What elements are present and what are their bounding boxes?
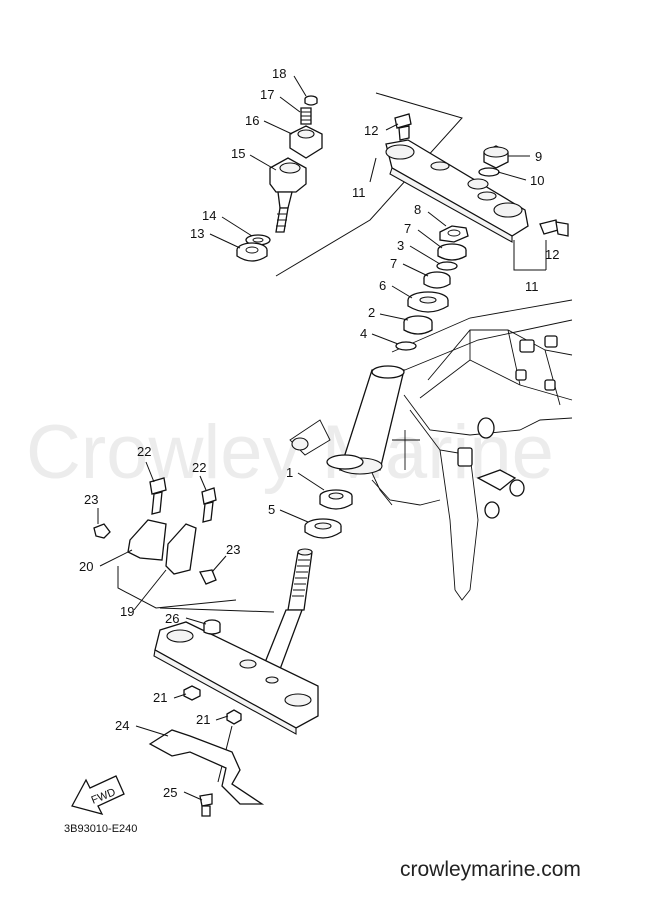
- callout-21-left: 21: [153, 690, 167, 705]
- diagram-code: 3B93010-E240: [64, 823, 137, 835]
- callout-21-right: 21: [196, 712, 210, 727]
- callout-23-left: 23: [84, 492, 98, 507]
- callout-2: 2: [368, 305, 375, 320]
- callout-16: 16: [245, 113, 259, 128]
- callout-7-top: 7: [404, 221, 411, 236]
- callout-6: 6: [379, 278, 386, 293]
- callout-14: 14: [202, 208, 216, 223]
- callout-11-top: 11: [352, 185, 366, 200]
- callout-labels: 18 17 16 15 14 13 12 11 9 10 8 7 3 7 6 2…: [79, 66, 559, 800]
- callout-25: 25: [163, 785, 177, 800]
- callout-15: 15: [231, 146, 245, 161]
- callout-13: 13: [190, 226, 204, 241]
- callout-17: 17: [260, 87, 274, 102]
- callout-23-right: 23: [226, 542, 240, 557]
- callout-22-left: 22: [137, 444, 151, 459]
- lower-bearings: [304, 489, 353, 539]
- bearing-stack: [395, 225, 469, 351]
- frame-drawing: [365, 299, 573, 601]
- callout-1: 1: [286, 465, 293, 480]
- callout-3: 3: [397, 238, 404, 253]
- callout-26: 26: [165, 611, 179, 626]
- callout-12-top: 12: [364, 123, 378, 138]
- website-footer: crowleymarine.com: [400, 858, 581, 881]
- callout-7-bottom: 7: [390, 256, 397, 271]
- callout-4: 4: [360, 326, 367, 341]
- callout-5: 5: [268, 502, 275, 517]
- callout-8: 8: [414, 202, 421, 217]
- callout-18: 18: [272, 66, 286, 81]
- callout-11-right: 11: [525, 279, 539, 294]
- upper-bracket-group: [369, 113, 569, 271]
- lower-bracket-group: [117, 548, 319, 783]
- callout-12-right: 12: [545, 247, 559, 262]
- head-pipe: [289, 365, 405, 475]
- callout-20: 20: [79, 559, 93, 574]
- cable-guide-plate: [148, 729, 265, 817]
- watermark-text: Crowley Marine: [26, 410, 554, 495]
- callout-19: 19: [120, 604, 134, 619]
- callout-10: 10: [530, 173, 544, 188]
- callout-9: 9: [535, 149, 542, 164]
- upper-handlebar-holder-group: [236, 92, 463, 277]
- leader-lines: [97, 75, 530, 801]
- callout-24: 24: [115, 718, 129, 733]
- fwd-arrow: FWD: [71, 775, 125, 815]
- callout-22-right: 22: [192, 460, 206, 475]
